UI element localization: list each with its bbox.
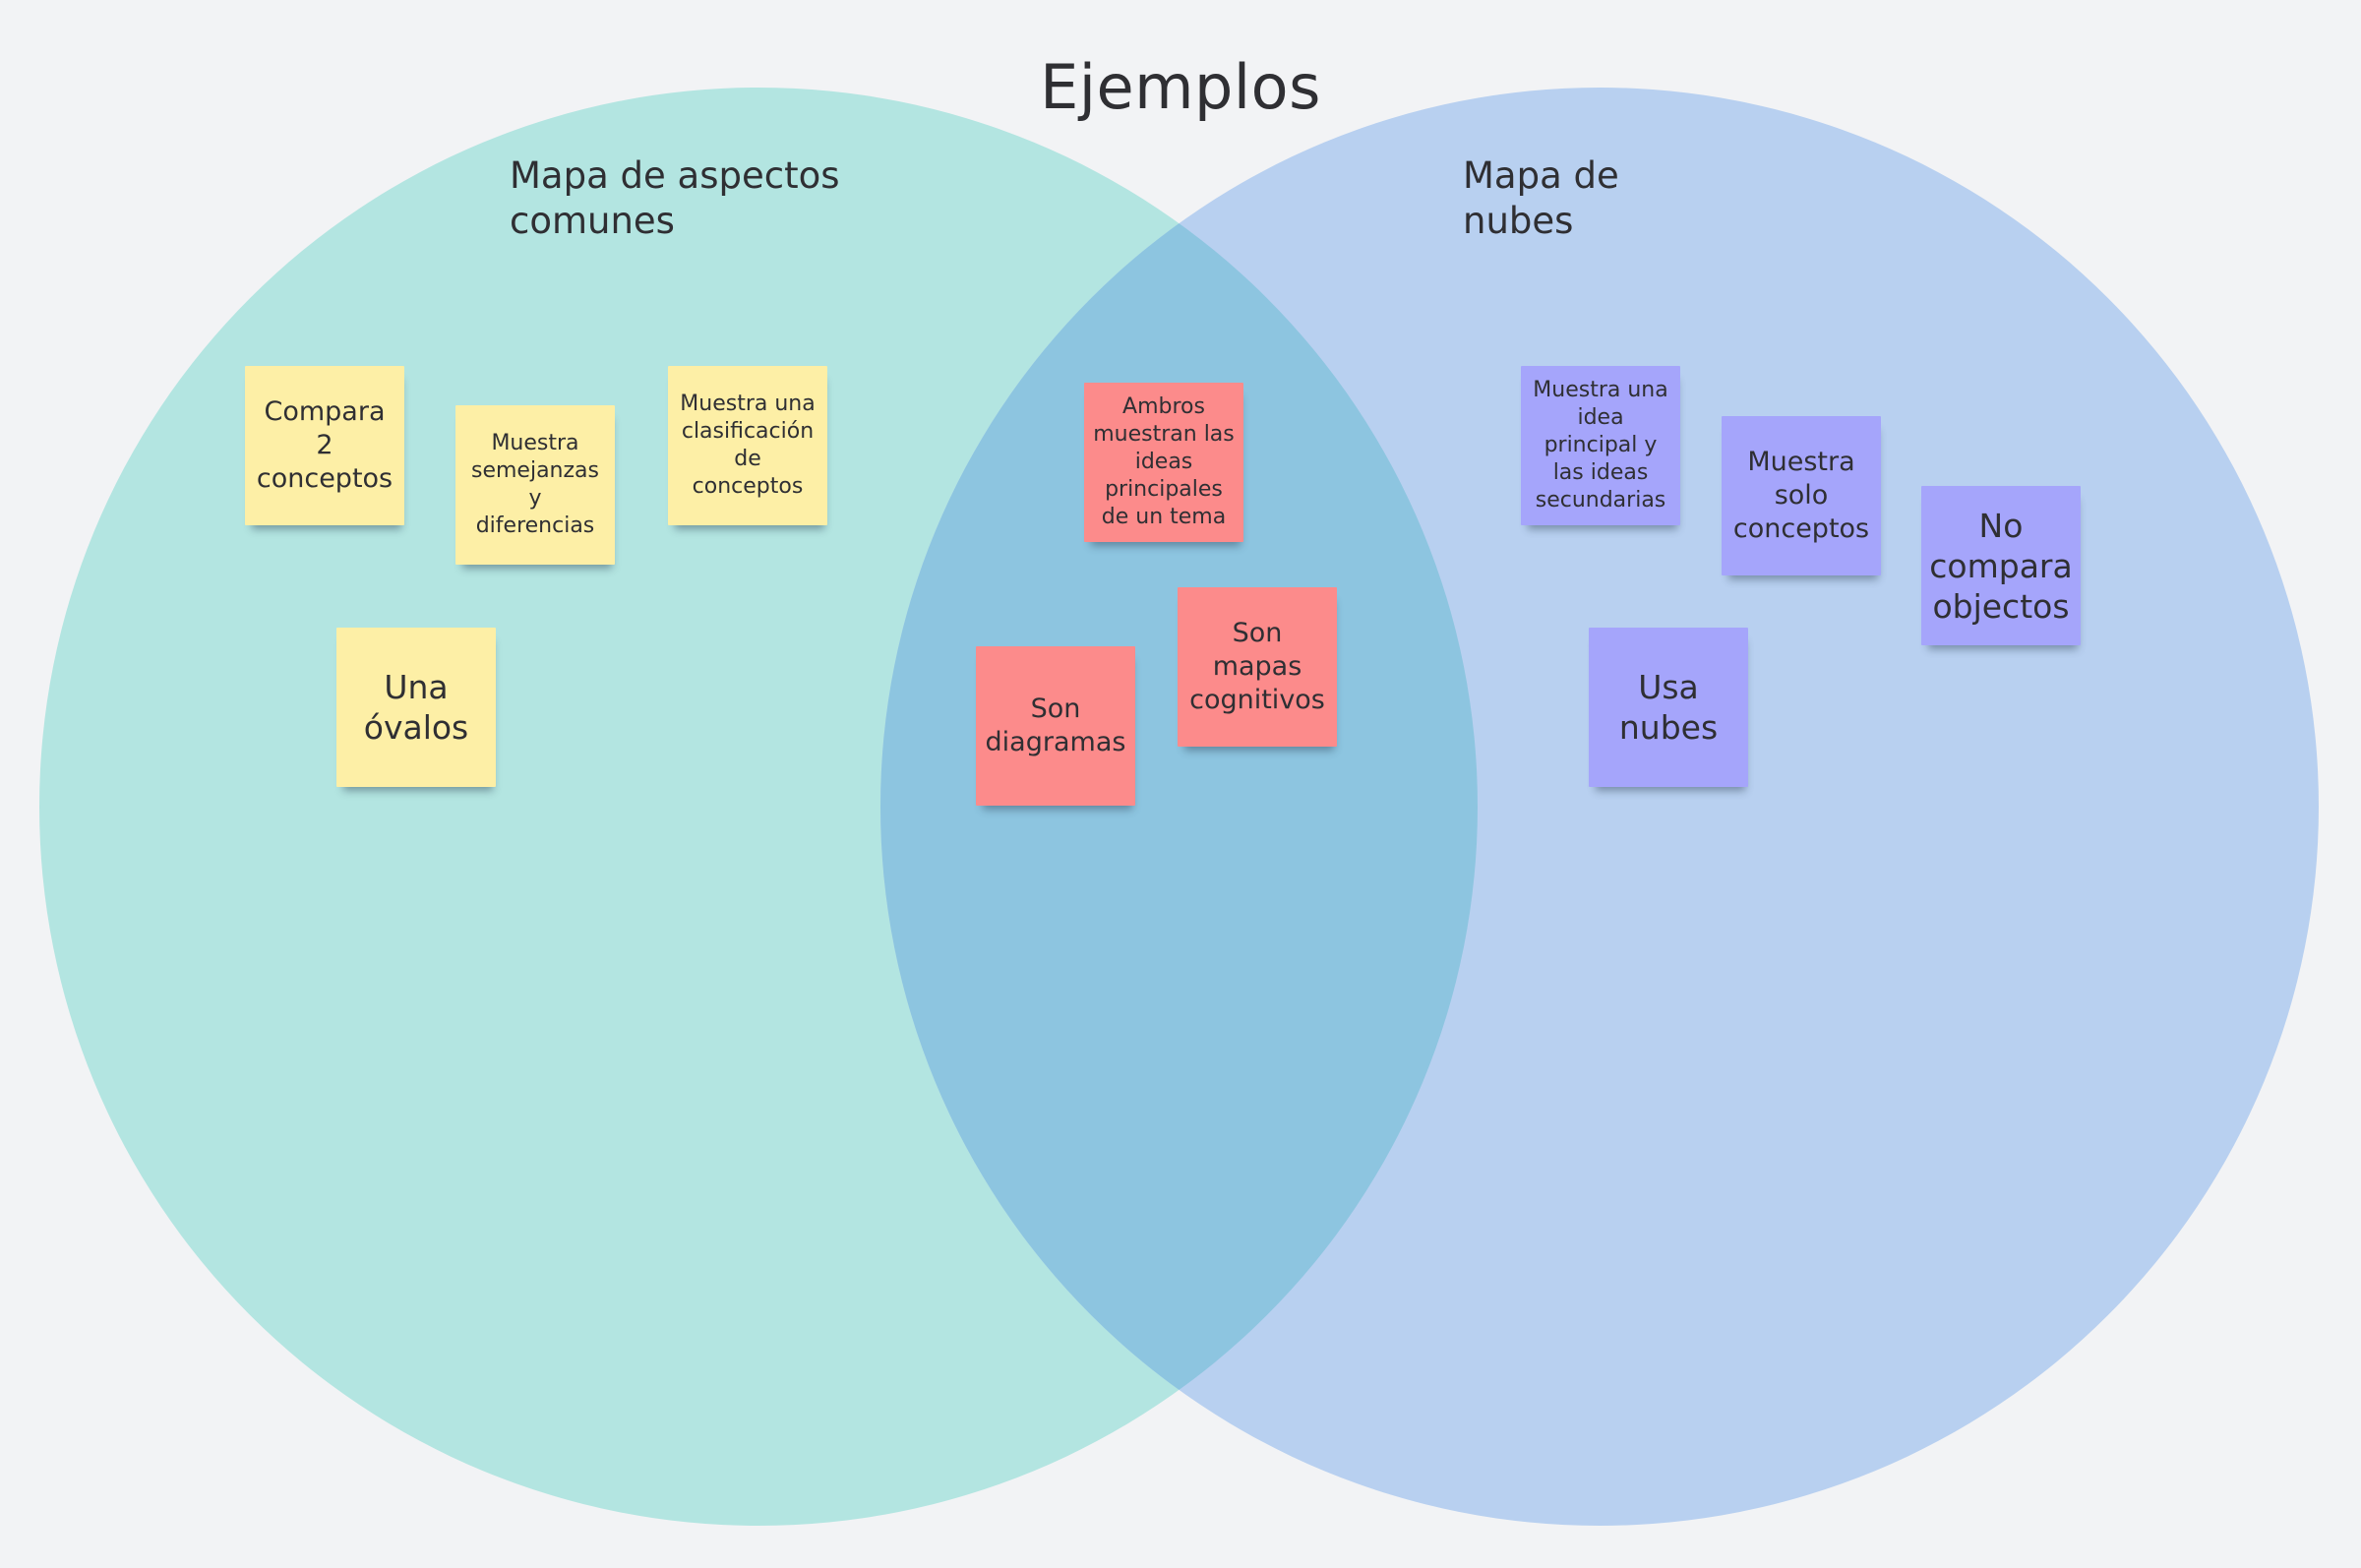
sticky-note[interactable]: Compara 2 conceptos bbox=[245, 366, 404, 525]
sticky-note[interactable]: Muestra solo conceptos bbox=[1722, 416, 1881, 575]
sticky-note-text: Usa nubes bbox=[1618, 668, 1719, 747]
diagram-title: Ejemplos bbox=[1040, 51, 1321, 123]
sticky-note-text: Muestra una idea principal y las ideas s… bbox=[1533, 378, 1668, 513]
sticky-note-text: Son mapas cognitivos bbox=[1189, 618, 1325, 715]
sticky-note-text: Ambros muestran las ideas principales de… bbox=[1093, 394, 1235, 529]
sticky-note[interactable]: Son mapas cognitivos bbox=[1178, 587, 1337, 747]
sticky-note-text: Muestra semejanzas y diferencias bbox=[471, 431, 599, 538]
sticky-note-text: Compara 2 conceptos bbox=[256, 396, 394, 494]
sticky-note-text: No compara objectos bbox=[1929, 506, 2073, 626]
sticky-note[interactable]: Muestra una clasificación de conceptos bbox=[668, 366, 827, 525]
right-set-label: Mapa de nubes bbox=[1463, 154, 1619, 242]
sticky-note[interactable]: Son diagramas bbox=[976, 646, 1135, 806]
sticky-note-text: Son diagramas bbox=[985, 694, 1126, 757]
sticky-note-text: Una óvalos bbox=[363, 668, 469, 747]
left-set-label: Mapa de aspectos comunes bbox=[510, 154, 840, 242]
sticky-note[interactable]: Usa nubes bbox=[1589, 628, 1748, 787]
sticky-note[interactable]: Ambros muestran las ideas principales de… bbox=[1084, 383, 1243, 542]
sticky-note-text: Muestra una clasificación de conceptos bbox=[680, 392, 816, 499]
sticky-note[interactable]: No compara objectos bbox=[1921, 486, 2081, 645]
sticky-note[interactable]: Muestra una idea principal y las ideas s… bbox=[1521, 366, 1680, 525]
sticky-note[interactable]: Una óvalos bbox=[336, 628, 496, 787]
sticky-note-text: Muestra solo conceptos bbox=[1732, 447, 1870, 544]
sticky-note[interactable]: Muestra semejanzas y diferencias bbox=[455, 405, 615, 565]
